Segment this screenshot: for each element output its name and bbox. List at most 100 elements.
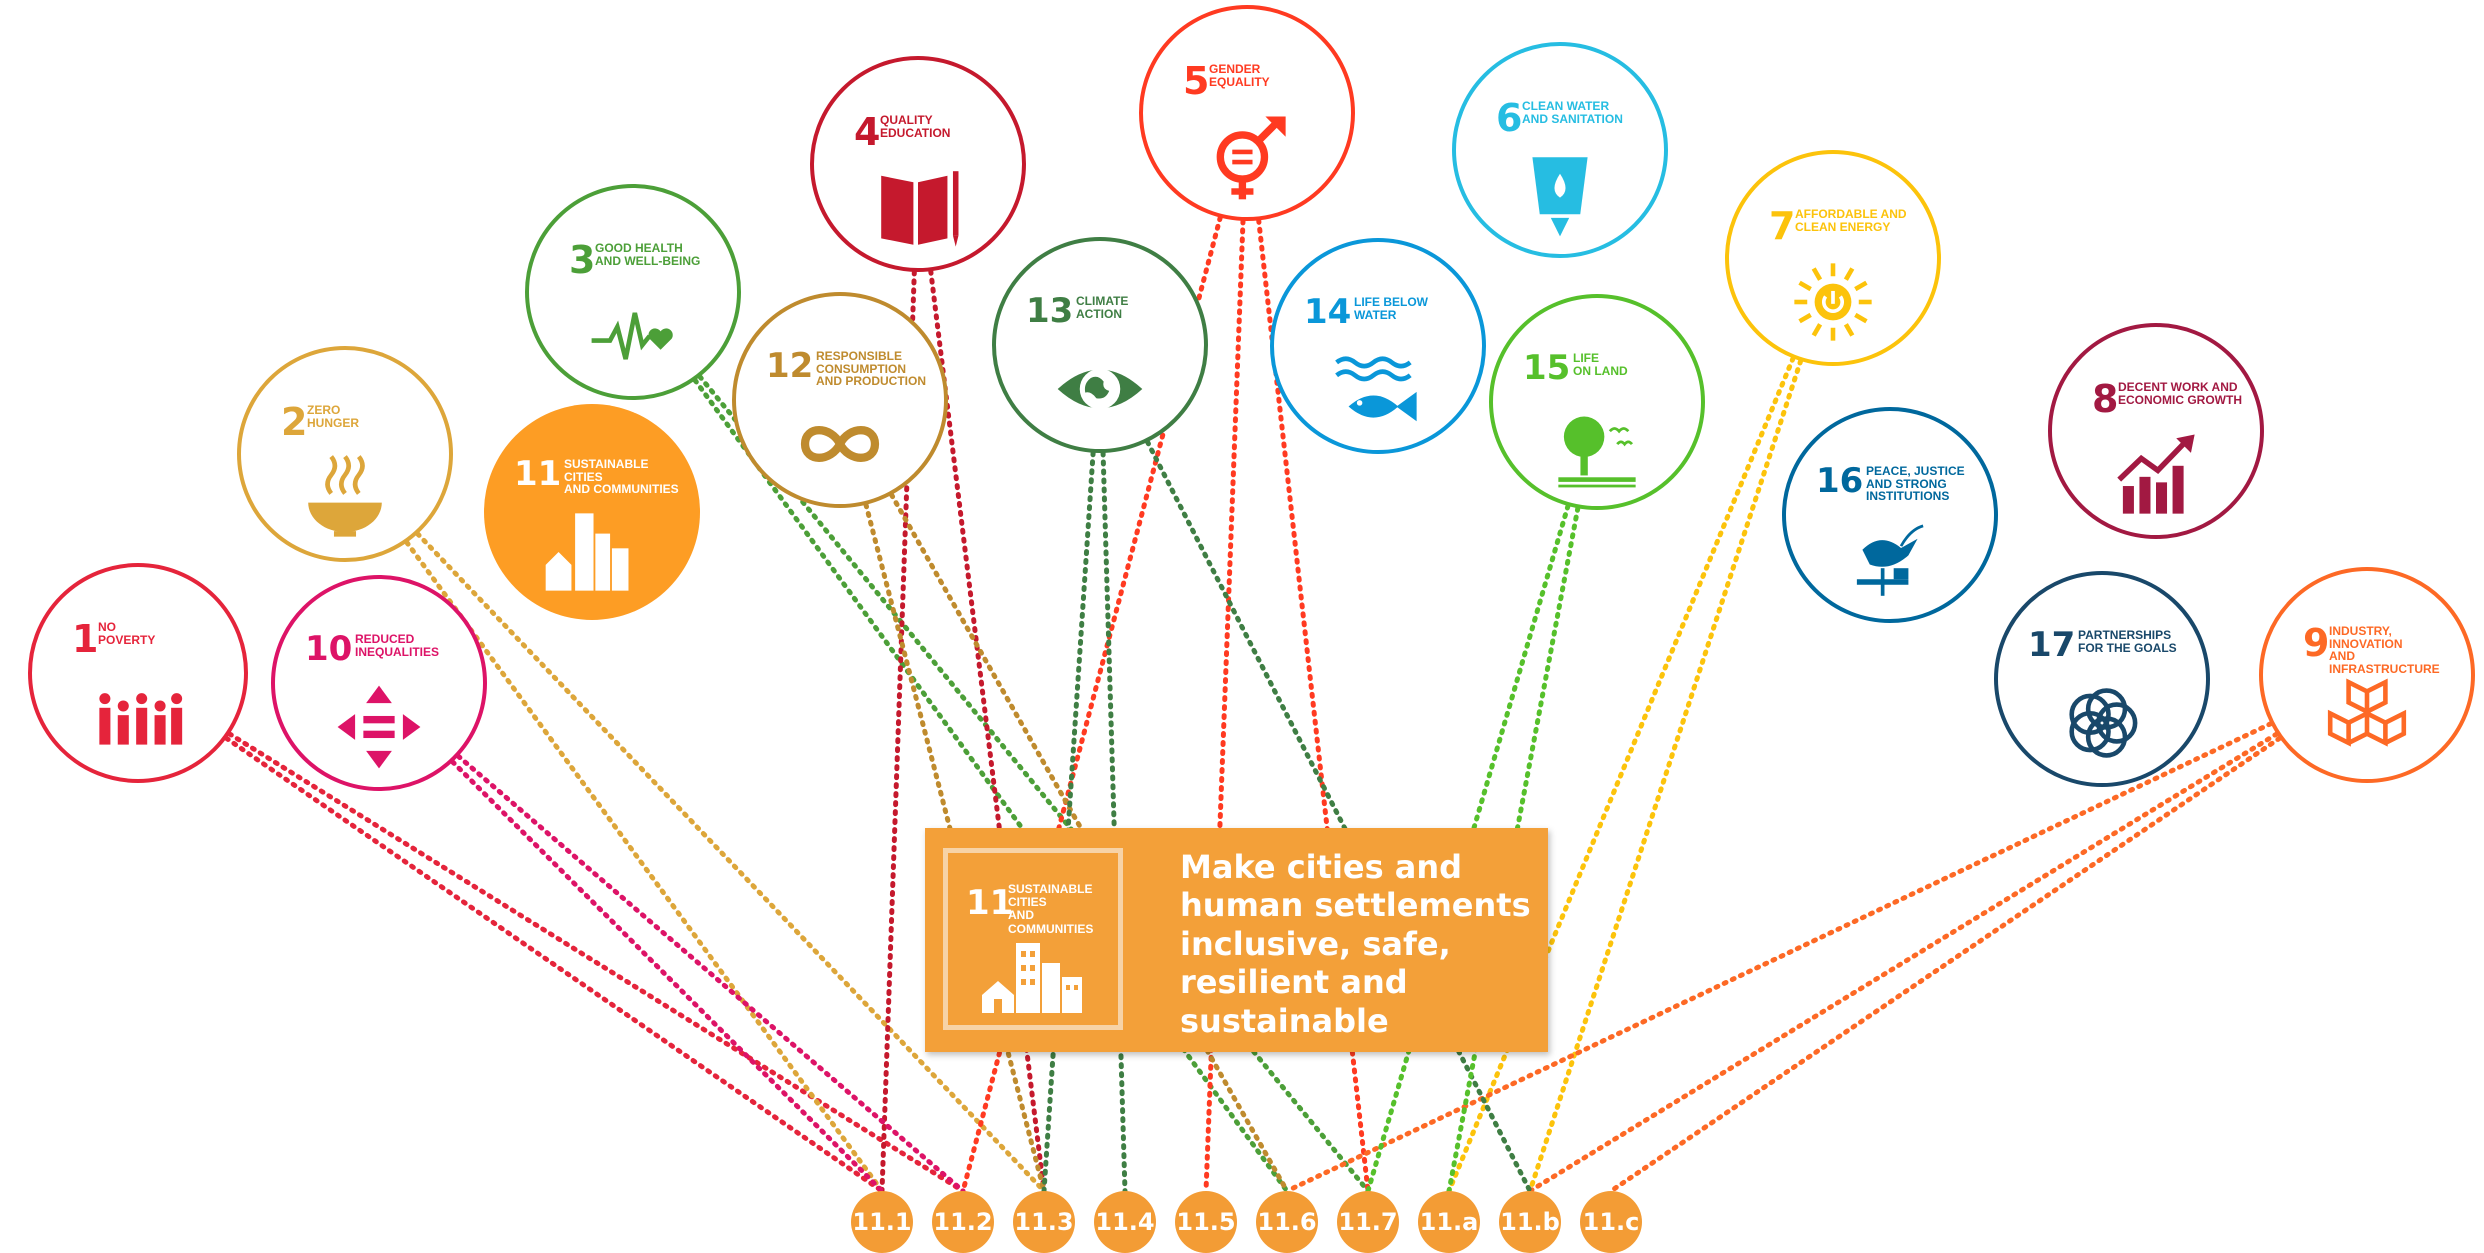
infinity-icon <box>800 426 880 462</box>
sun-power-icon <box>1794 263 1872 341</box>
goal-label: CLEAN WATER AND SANITATION <box>1522 99 1623 126</box>
eye-globe-icon <box>1057 368 1143 410</box>
goal-11-mini-tile: 11 SUSTAINABLE CITIES AND COMMUNITIES <box>943 848 1123 1030</box>
goal-label: INDUSTRY, INNOVATION AND INFRASTRUCTURE <box>2329 624 2440 676</box>
link-g3-11-6 <box>692 377 1290 1194</box>
link-g13-11-4 <box>1100 450 1128 1194</box>
goal-label: PARTNERSHIPS FOR THE GOALS <box>2078 628 2177 655</box>
target-badge-11-4: 11.4 <box>1094 1191 1156 1253</box>
goal-number: 8 <box>2092 377 2119 421</box>
fish-icon <box>1335 356 1417 422</box>
cubes-icon <box>2327 678 2407 747</box>
goal-number: 12 <box>766 346 814 386</box>
link-g9-11-6 <box>1284 721 2274 1194</box>
target-badge-11-1: 11.1 <box>851 1191 913 1253</box>
link-g13-11-b <box>1145 439 1533 1194</box>
goal-number: 6 <box>1496 96 1523 140</box>
water-glass-icon <box>1532 157 1588 237</box>
goal-number: 14 <box>1304 292 1352 332</box>
dove-gavel-icon <box>1856 524 1924 596</box>
goal-number: 7 <box>1769 204 1796 248</box>
goal-number: 13 <box>1026 291 1074 331</box>
goal-label: SUSTAINABLE CITIES AND COMMUNITIES <box>564 457 679 497</box>
link-g2-11-3 <box>415 531 1047 1194</box>
goal-label: ZERO HUNGER <box>307 403 360 430</box>
city-icon <box>545 513 629 591</box>
goal-label: RESPONSIBLE CONSUMPTION AND PRODUCTION <box>816 349 926 389</box>
target-badge-11-6: 11.6 <box>1256 1191 1318 1253</box>
link-g1-11-2 <box>227 731 966 1194</box>
goal-number: 4 <box>854 110 881 154</box>
link-g7-11-b <box>1527 358 1804 1194</box>
goal-label: DECENT WORK AND ECONOMIC GROWTH <box>2118 380 2242 407</box>
link-g1-11-1 <box>224 735 885 1194</box>
goal-number: 16 <box>1816 461 1864 501</box>
target-badge-11-7: 11.7 <box>1337 1191 1399 1253</box>
link-g7-11-a <box>1446 355 1796 1194</box>
heartbeat-icon <box>591 312 673 360</box>
goal-label: GENDER EQUALITY <box>1209 62 1270 89</box>
goal-label: LIFE ON LAND <box>1573 351 1628 378</box>
goal-label: QUALITY EDUCATION <box>880 113 951 140</box>
gender-icon <box>1216 116 1286 200</box>
goal-11-description: Make cities and human settlements inclus… <box>1180 848 1531 1040</box>
link-g9-11-b <box>1527 731 2280 1194</box>
center-goal-number: 11 <box>966 883 1014 923</box>
goal-label: CLIMATE ACTION <box>1076 294 1129 321</box>
goal-number: 11 <box>514 454 562 494</box>
link-g10-11-2 <box>455 753 966 1194</box>
goal-number: 3 <box>569 238 596 282</box>
link-g15-11-7 <box>1365 503 1571 1194</box>
city-icon <box>982 943 1082 1013</box>
goal-number: 15 <box>1523 348 1571 388</box>
equality-arrows-icon <box>337 685 421 769</box>
goal-label: GOOD HEALTH AND WELL-BEING <box>595 241 701 268</box>
goal-11-summary-box: 11 SUSTAINABLE CITIES AND COMMUNITIES <box>925 828 1548 1052</box>
bowl-icon <box>308 455 382 537</box>
goal-number: 10 <box>305 629 353 669</box>
link-g2-11-1 <box>404 540 885 1194</box>
center-goal-label: SUSTAINABLE CITIES AND COMMUNITIES <box>1008 882 1094 936</box>
target-badge-11-a: 11.a <box>1418 1191 1480 1253</box>
tree-birds-icon <box>1558 416 1636 488</box>
target-badge-11-c: 11.c <box>1580 1191 1642 1253</box>
target-badge-11-b: 11.b <box>1499 1191 1561 1253</box>
link-g15-11-a <box>1446 505 1581 1194</box>
goal-number: 1 <box>72 617 99 661</box>
goal-label: REDUCED INEQUALITIES <box>355 632 440 659</box>
goal-label: NO POVERTY <box>98 620 156 647</box>
people-icon <box>99 693 183 745</box>
link-g13-11-3 <box>1041 450 1096 1194</box>
goal-label: PEACE, JUSTICE AND STRONG INSTITUTIONS <box>1866 464 1965 504</box>
link-g9-11-c <box>1608 735 2283 1194</box>
link-g10-11-1 <box>450 759 885 1194</box>
book-icon <box>881 171 959 247</box>
goal-number: 17 <box>2028 625 2076 665</box>
goal-label: AFFORDABLE AND CLEAN ENERGY <box>1795 207 1907 234</box>
target-badge-11-3: 11.3 <box>1013 1191 1075 1253</box>
goal-number: 9 <box>2303 621 2330 665</box>
goal-number: 2 <box>281 400 308 444</box>
goal-label: LIFE BELOW WATER <box>1354 295 1428 322</box>
growth-chart-icon <box>2117 434 2195 514</box>
target-badge-11-5: 11.5 <box>1175 1191 1237 1253</box>
goal-number: 5 <box>1183 59 1210 103</box>
